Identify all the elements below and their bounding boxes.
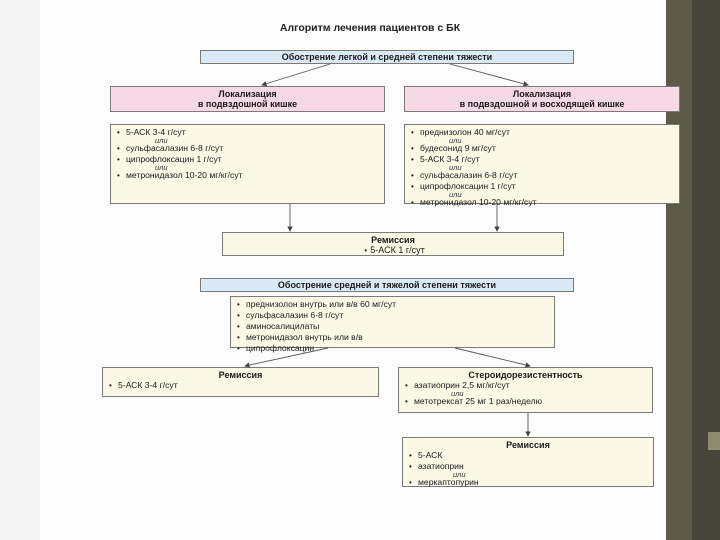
localization-ileocolon-box: Локализация в подвздошной и восходящей к…	[404, 86, 680, 112]
ileocolon-drug-3: 5-АСК 3-4 г/сут	[411, 154, 673, 165]
ileum-drug-3: ципрофлоксацин 1 г/сут	[117, 154, 378, 165]
severe-drug-1: преднизолон внутрь или в/в 60 мг/сут	[237, 299, 548, 310]
ileocolon-treatment-box: преднизолон 40 мг/сут или будесонид 9 мг…	[404, 124, 680, 207]
remission-3-drug-1: 5-АСК	[409, 450, 647, 461]
or-separator: или	[451, 389, 464, 398]
remission-1-box: Ремиссия 5-АСК 1 г/сут	[222, 232, 564, 256]
exacerbation-mild-label: Обострение легкой и средней степени тяже…	[281, 52, 493, 62]
ileum-drug-1: 5-АСК 3-4 г/сут	[117, 127, 378, 138]
remission-1-title: Ремиссия	[371, 235, 415, 245]
remission-3-drug-3: меркаптопурин	[409, 477, 647, 488]
steroid-drug-1: азатиоприн 2,5 мг/кг/сут	[405, 380, 646, 391]
severe-drug-2: сульфасалазин 6-8 г/сут	[237, 310, 548, 321]
or-separator: или	[155, 136, 168, 145]
ileocolon-drug-4: сульфасалазин 6-8 г/сут	[411, 170, 673, 181]
diagram-title: Алгоритм лечения пациентов с БК	[279, 22, 461, 34]
remission-2-box: Ремиссия 5-АСК 3-4 г/сут	[102, 367, 379, 397]
ileocolon-drug-2: будесонид 9 мг/сут	[411, 143, 673, 154]
localization-ileocolon-line2: в подвздошной и восходящей кишке	[459, 99, 625, 109]
or-separator: или	[449, 190, 462, 199]
localization-ileum-box: Локализация в подвздошной кишке	[110, 86, 385, 112]
severe-drug-3: аминосалицилаты	[237, 321, 548, 332]
or-separator: или	[449, 163, 462, 172]
localization-ileum-line2: в подвздошной кишке	[197, 99, 298, 109]
localization-ileum-line1: Локализация	[218, 89, 277, 99]
remission-2-item: 5-АСК 3-4 г/сут	[109, 380, 178, 390]
ileocolon-drug-5: ципрофлоксацин 1 г/сут	[411, 181, 673, 192]
ileum-drug-4: метронидазол 10-20 мг/кг/сут	[117, 170, 378, 181]
right-frame-edge	[692, 0, 720, 540]
severe-treatment-box: преднизолон внутрь или в/в 60 мг/сут сул…	[230, 296, 555, 353]
ileum-treatment-box: 5-АСК 3-4 г/сут или сульфасалазин 6-8 г/…	[110, 124, 385, 204]
ileocolon-drug-1: преднизолон 40 мг/сут	[411, 127, 673, 138]
remission-2-title: Ремиссия	[218, 370, 263, 380]
or-separator: или	[449, 136, 462, 145]
severe-drug-4: метронидазол внутрь или в/в	[237, 332, 548, 343]
frame-accent	[708, 432, 720, 450]
left-margin	[0, 0, 40, 540]
remission-1-item: 5-АСК 1 г/сут	[361, 245, 424, 255]
ileum-drug-2: сульфасалазин 6-8 г/сут	[117, 143, 378, 154]
exacerbation-mild-box: Обострение легкой и средней степени тяже…	[200, 50, 574, 64]
remission-3-drug-2: азатиоприн	[409, 461, 647, 472]
or-separator: или	[453, 470, 466, 479]
ileocolon-drug-6: метронидазол 10-20 мг/кг/сут	[411, 197, 673, 208]
localization-ileocolon-line1: Локализация	[512, 89, 572, 99]
steroid-resistance-title: Стероидорезистентность	[468, 370, 583, 380]
exacerbation-severe-box: Обострение средней и тяжелой степени тяж…	[200, 278, 574, 292]
exacerbation-severe-label: Обострение средней и тяжелой степени тяж…	[277, 280, 497, 290]
or-separator: или	[155, 163, 168, 172]
steroid-resistance-box: Стероидорезистентность азатиоприн 2,5 мг…	[398, 367, 653, 413]
severe-drug-5: ципрофлоксацин	[237, 343, 548, 354]
steroid-drug-2: метотрексат 25 мг 1 раз/неделю	[405, 396, 646, 407]
remission-3-box: Ремиссия 5-АСК азатиоприн или меркаптопу…	[402, 437, 654, 487]
remission-3-title: Ремиссия	[506, 440, 550, 450]
